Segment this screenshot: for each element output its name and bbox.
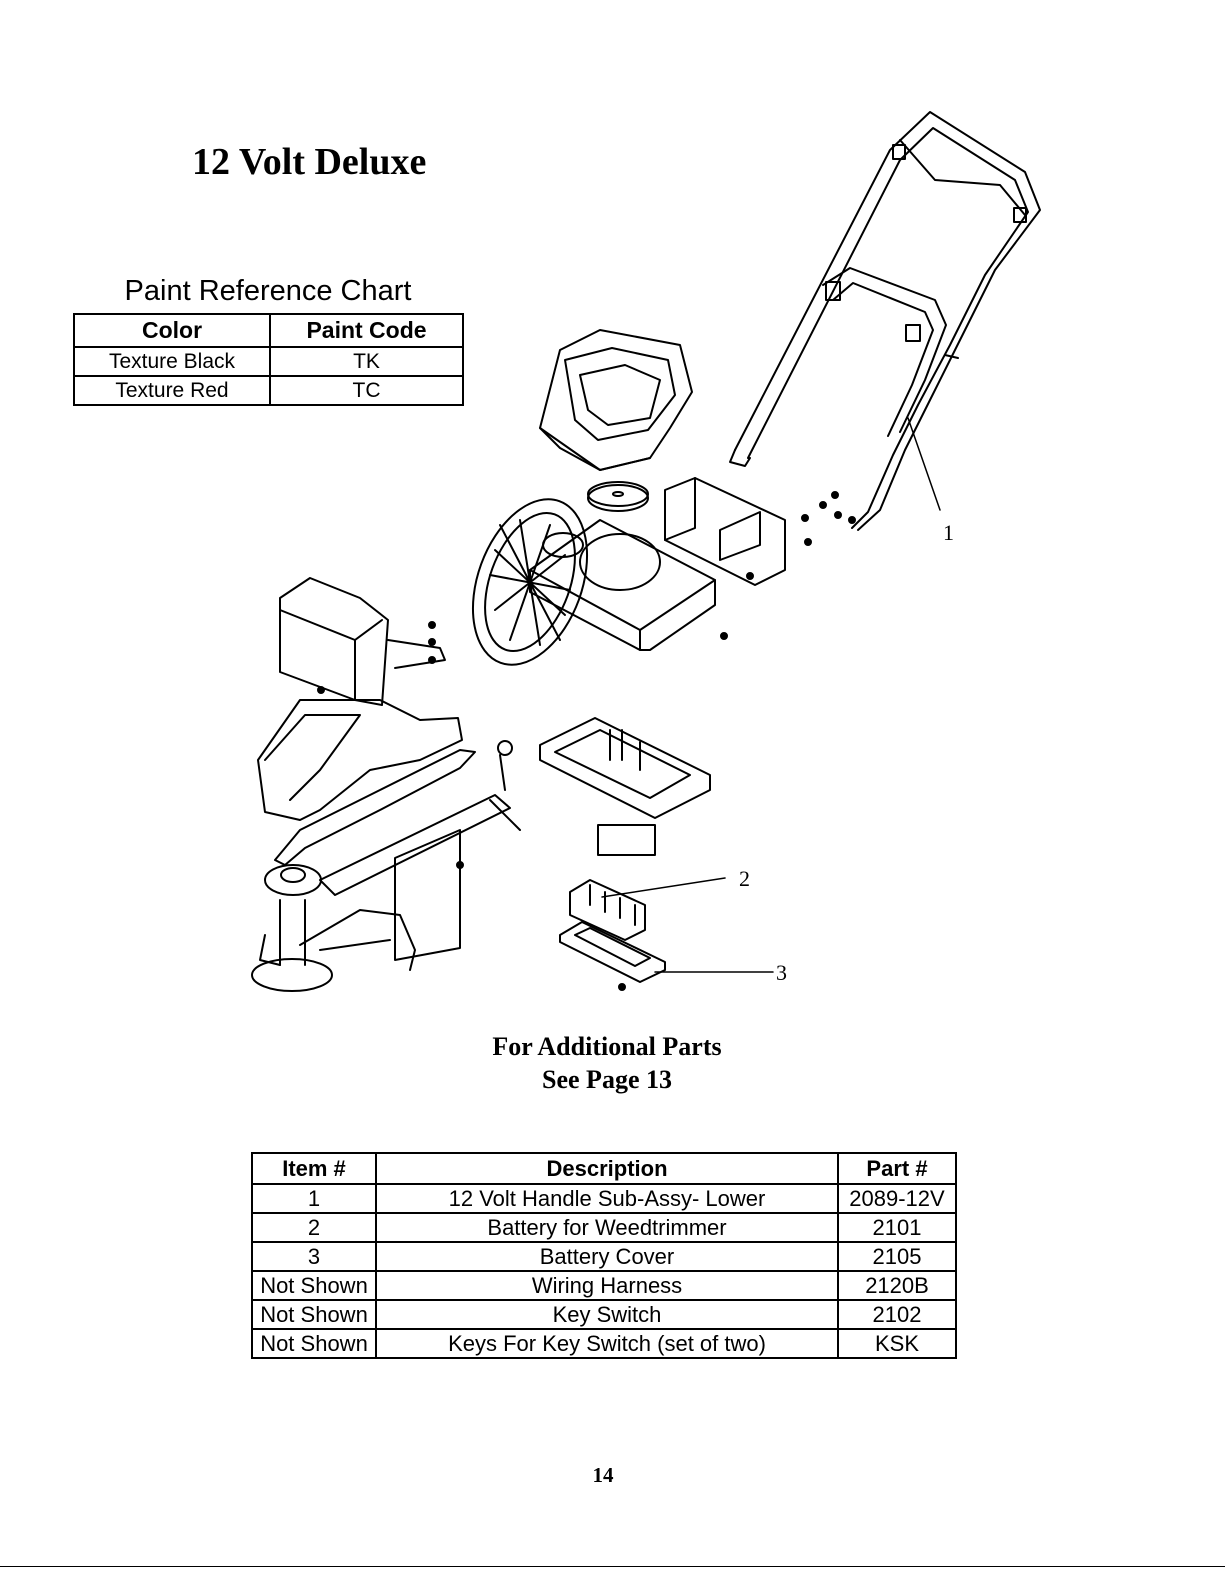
table-row: 2 Battery for Weedtrimmer 2101 xyxy=(251,1212,957,1243)
page-bottom-rule xyxy=(0,1566,1225,1567)
belt-cover-drawing xyxy=(257,699,463,821)
part-number-cell: 2102 xyxy=(837,1299,957,1330)
leader-lines xyxy=(601,417,941,973)
part-number-cell: 2120B xyxy=(837,1270,957,1301)
description-cell: Key Switch xyxy=(375,1299,839,1330)
table-row: Not Shown Wiring Harness 2120B xyxy=(251,1270,957,1301)
additional-parts-note: For Additional Parts See Page 13 xyxy=(407,1030,807,1096)
guard-drawing xyxy=(279,577,446,706)
paint-code-cell: TK xyxy=(269,346,464,377)
table-row: Not Shown Key Switch 2102 xyxy=(251,1299,957,1330)
column-header-part-number: Part # xyxy=(837,1152,957,1185)
table-row: Not Shown Keys For Key Switch (set of tw… xyxy=(251,1328,957,1359)
description-cell: Keys For Key Switch (set of two) xyxy=(375,1328,839,1359)
mount-bracket-drawing xyxy=(664,477,786,586)
battery-drawing xyxy=(569,879,646,941)
shaft-tube-drawing xyxy=(319,740,521,961)
table-header-row: Color Paint Code xyxy=(73,313,464,348)
exploded-parts-diagram xyxy=(251,111,1041,992)
switch-plate-drawing xyxy=(539,717,711,856)
description-cell: Battery for Weedtrimmer xyxy=(375,1212,839,1243)
paint-chart-caption: Paint Reference Chart xyxy=(124,275,412,307)
deck-drawing xyxy=(529,519,716,651)
paint-reference-table: Color Paint Code Texture Black TK Textur… xyxy=(73,313,464,406)
motor-cover-drawing xyxy=(539,329,693,471)
paint-code-cell: TC xyxy=(269,375,464,406)
callout-3: 3 xyxy=(776,960,787,985)
item-cell: Not Shown xyxy=(251,1328,377,1359)
part-number-cell: 2105 xyxy=(837,1241,957,1272)
pulley-drawing xyxy=(587,481,649,512)
callout-2: 2 xyxy=(739,866,750,891)
color-cell: Texture Black xyxy=(73,346,271,377)
callout-1: 1 xyxy=(943,520,954,545)
part-number-cell: 2089-12V xyxy=(837,1183,957,1214)
additional-parts-line: For Additional Parts xyxy=(492,1032,722,1061)
page-title: 12 Volt Deluxe xyxy=(192,141,427,183)
description-cell: Battery Cover xyxy=(375,1241,839,1272)
battery-cover-drawing xyxy=(559,921,666,983)
item-cell: 2 xyxy=(251,1212,377,1243)
page-number: 14 xyxy=(592,1463,614,1487)
description-cell: 12 Volt Handle Sub-Assy- Lower xyxy=(375,1183,839,1214)
hardware-drawing xyxy=(317,491,856,991)
table-row: Texture Red TC xyxy=(73,375,464,406)
column-header-paint-code: Paint Code xyxy=(269,313,464,348)
item-cell: Not Shown xyxy=(251,1270,377,1301)
item-cell: 1 xyxy=(251,1183,377,1214)
column-header-item: Item # xyxy=(251,1152,377,1185)
parts-list-table: Item # Description Part # 1 12 Volt Hand… xyxy=(251,1152,957,1359)
color-cell: Texture Red xyxy=(73,375,271,406)
column-header-color: Color xyxy=(73,313,271,348)
item-cell: Not Shown xyxy=(251,1299,377,1330)
table-row: 3 Battery Cover 2105 xyxy=(251,1241,957,1272)
see-page-line: See Page 13 xyxy=(542,1065,672,1094)
item-cell: 3 xyxy=(251,1241,377,1272)
handle-drawing xyxy=(729,111,1041,531)
table-row: Texture Black TK xyxy=(73,346,464,377)
belt-drawing xyxy=(274,749,476,866)
part-number-cell: 2101 xyxy=(837,1212,957,1243)
trimmer-head-drawing xyxy=(251,864,416,992)
table-header-row: Item # Description Part # xyxy=(251,1152,957,1185)
description-cell: Wiring Harness xyxy=(375,1270,839,1301)
table-row: 1 12 Volt Handle Sub-Assy- Lower 2089-12… xyxy=(251,1183,957,1214)
column-header-description: Description xyxy=(375,1152,839,1185)
part-number-cell: KSK xyxy=(837,1328,957,1359)
